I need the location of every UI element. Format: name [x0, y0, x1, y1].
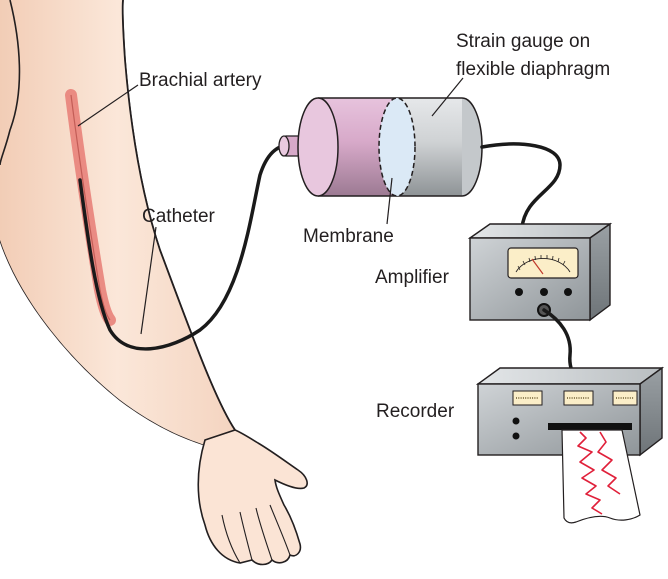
hand — [197, 429, 308, 566]
label-catheter: Catheter — [142, 206, 216, 227]
leader-strain-gauge — [431, 77, 464, 117]
label-amplifier: Amplifier — [375, 267, 450, 288]
arm — [0, 0, 308, 566]
knob-icon — [512, 432, 520, 440]
label-brachial-artery: Brachial artery — [139, 70, 262, 91]
membrane — [378, 97, 416, 197]
knob-icon — [540, 288, 548, 296]
meter-icon — [612, 390, 638, 406]
transducer-left-section — [318, 98, 395, 196]
transducer-left-cap — [297, 97, 339, 197]
paper-strip — [561, 429, 641, 524]
recorder — [475, 366, 665, 524]
knob-icon — [515, 288, 523, 296]
finger-lines — [221, 504, 291, 564]
label-strain-gauge-line2: flexible diaphragm — [456, 59, 610, 80]
meter-icon — [507, 247, 579, 279]
leader-brachial-artery — [77, 84, 139, 127]
pressure-trace — [577, 431, 603, 515]
catheter-tube — [78, 143, 292, 351]
meter-icon — [512, 390, 543, 406]
arm-outer-edge — [121, 0, 236, 431]
pressure-transducer — [278, 97, 483, 197]
knob-icon — [512, 417, 520, 425]
paper-slot — [548, 423, 632, 430]
leader-membrane — [386, 177, 393, 225]
arm-inner-edge — [0, 0, 21, 166]
arm-left-edge — [0, 0, 235, 445]
pressure-trace-2 — [597, 431, 621, 495]
knob-icon — [564, 288, 572, 296]
label-membrane: Membrane — [303, 226, 394, 247]
brachial-artery-edge — [70, 94, 111, 321]
label-strain-gauge-line1: Strain gauge on — [456, 31, 590, 52]
amplifier — [467, 222, 613, 322]
cable-transducer-amplifier — [480, 142, 562, 230]
meter-icon — [563, 390, 594, 406]
label-recorder: Recorder — [376, 401, 455, 422]
leader-catheter — [140, 226, 157, 335]
